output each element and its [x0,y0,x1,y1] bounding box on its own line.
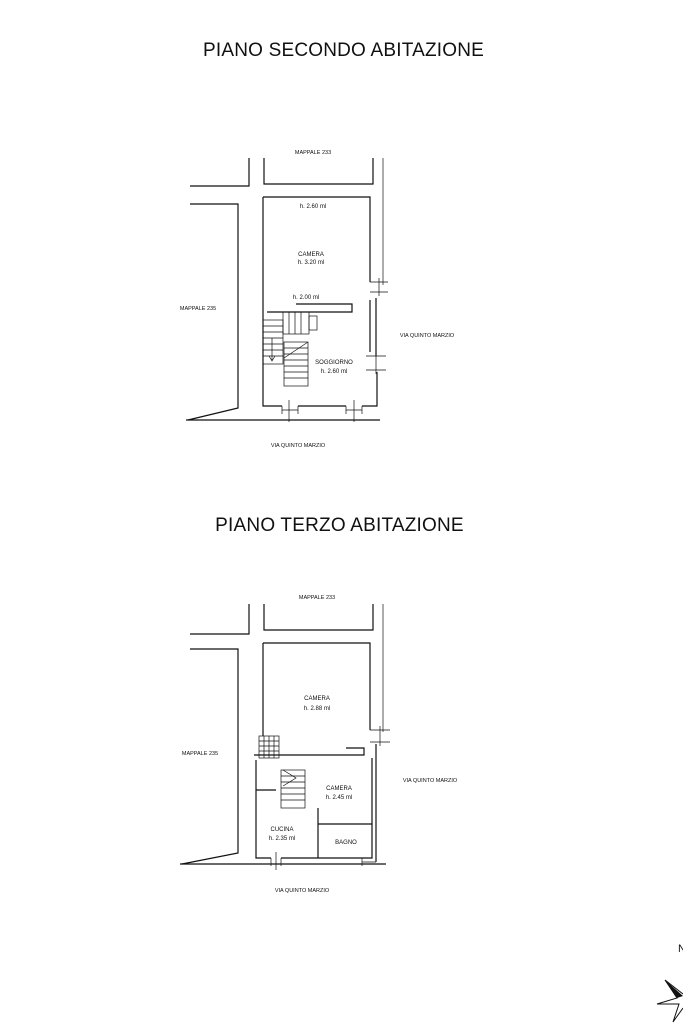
floor2-title: PIANO SECONDO ABITAZIONE [202,40,485,61]
floor2-boundary-line [187,203,239,421]
floor2-soggiorno-height: h. 2.60 ml [321,369,347,375]
floor3-street-bottom-label: VIA QUINTO MARZIO [275,888,330,894]
north-letter: N [678,943,683,955]
floor2-window [370,278,388,296]
floor2-wall [362,372,378,407]
floor3-bagno-name: BAGNO [335,840,357,846]
floor2-mappale-left-label: MAPPALE 235 [180,306,216,312]
arrow-down-icon [268,338,276,362]
floor3-cucina-name: CUCINA [270,827,293,833]
floor3-mappale-left-label: MAPPALE 235 [182,751,218,757]
floor3-camera1-name: CAMERA [304,696,330,702]
floor3-window [270,852,282,870]
floor3-mappale-top-label: MAPPALE 233 [299,595,335,601]
floor2-street-right-label: VIA QUINTO MARZIO [400,333,455,339]
floor2-boundary-line [190,158,250,187]
floor3-window [361,858,376,866]
floor3-stair-treads [259,736,279,758]
floor3-wall [255,760,271,859]
floor3-stair-break [282,769,297,787]
floor2-window [366,354,386,374]
floor2-window [281,400,299,422]
floor2-camera-name: CAMERA [298,252,324,258]
floor2-stair-break [283,341,309,359]
floor2-boundary-line [263,158,374,185]
floor3-cucina-height: h. 2.35 ml [269,836,295,842]
floor2-stair-treads [284,347,308,379]
compass-star-fill [665,980,683,998]
floor2-stair-treads [288,312,302,334]
floor3-street-right-label: VIA QUINTO MARZIO [403,778,458,784]
floor2-staircase [262,311,318,387]
north-arrow-icon: N [656,943,683,1023]
floor3-stair-flight [280,769,306,809]
floor3-staircase [258,735,306,809]
floor2-soggiorno-name: SOGGIORNO [315,360,353,366]
floor3-title: PIANO TERZO ABITAZIONE [215,515,464,536]
floor3-wall [281,758,373,859]
floor2-mappale-top-label: MAPPALE 233 [295,150,331,156]
floor3-boundary-line [190,604,250,635]
floor2-wall [263,196,371,282]
floor2-window [345,400,363,422]
floor3-wall [263,642,371,730]
floor3-boundary-line [181,648,239,865]
floor2-wall [262,197,282,407]
floor2-chimney [308,315,318,331]
floor2-stair-treads [263,325,283,357]
floor3-camera1-height: h. 2.88 ml [304,706,330,712]
floor2-height-mid: h. 2.00 ml [293,295,319,301]
floor2-height-top: h. 2.60 ml [300,204,326,210]
floor3-camera2-name: CAMERA [326,786,352,792]
floor2-internal-wall [267,303,353,313]
floor2-camera-height: h. 3.20 ml [298,260,324,266]
floor3-camera2-height: h. 2.45 ml [326,795,352,801]
floor3-window [370,726,390,746]
floor3-internal-wall [254,747,365,756]
floor2-stair-flight [262,319,284,365]
floor2-stair-flight [283,341,309,387]
floor2-street-bottom-label: VIA QUINTO MARZIO [271,443,326,449]
floor3-boundary-line [263,604,374,631]
